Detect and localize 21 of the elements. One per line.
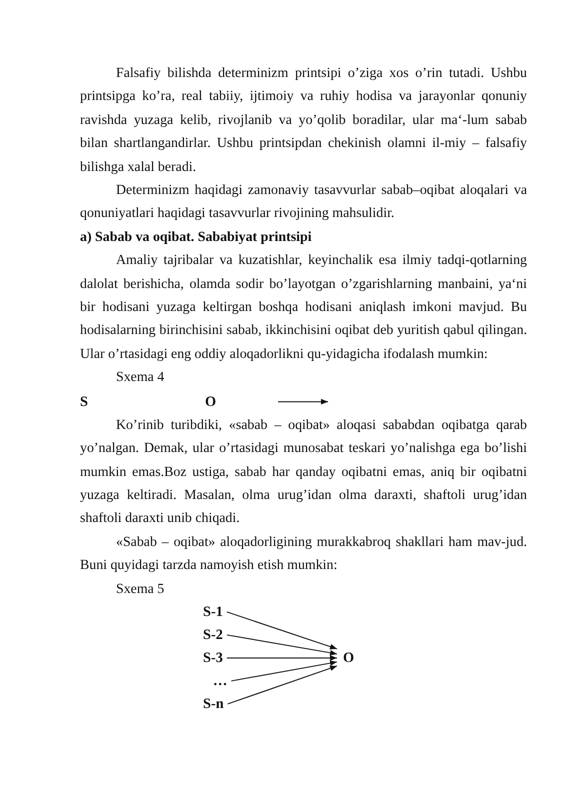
scheme-caption: Sxema 4 xyxy=(115,369,166,388)
node-label: S-3 xyxy=(203,648,223,667)
paragraph: Determinizm haqidagi zamonaviy tasavvurlar sabab–oqibat aloqalari va qonuniyatlari haqidagi tasavvurlar rivojining mahsulidir. xyxy=(80,182,527,224)
section-heading: a) Sabab va oqibat. Sababiyat printsipi xyxy=(80,228,313,247)
scheme-caption: Sxema 5 xyxy=(115,580,166,599)
paragraph: Amaliy tajribalar va kuzatishlar, keyinchalik esa ilmiy tadqi-qotlarning dalolat berishicha, olamda sodir bo’layotgan o’zgarishlarning manbaini, ya‘ni bir hodisani yuzaga keltirgan boshqa hodisani aniqlash imkoni mavjud. Bu hodisalarning birinchisini sabab, ikkinchisini oqibat deb yuritish qabul qilingan. Ular o’rtasidagi eng oddiy aloqadorlikni qu-yidagicha ifodalash mumkin: xyxy=(80,252,527,364)
node-label: … xyxy=(213,672,228,690)
arrow xyxy=(226,655,338,661)
node-label: S-n xyxy=(203,694,224,713)
paragraph: Ko’rinib turibdiki, «sabab – oqibat» aloqasi sababdan oqibatga qarab yo’nalgan. Demak, ular o’rtasidagi munosabat teskari yo’nalishga ega bo’lishi mumkin emas.Boz ustiga, sabab har qanday oqibatni emas, aniq bir oqibatni yuzaga keltiradi. Masalan, olma urug’idan olma daraxti, shaftoli urug’idan shaftoli daraxti unib chiqadi. xyxy=(80,416,527,528)
paragraph: «Sabab – oqibat» aloqadorligining murakkabroq shakllari ham mav-jud. Buni quyidagi tarzda namoyish etish mumkin: xyxy=(80,534,527,576)
node-label: O xyxy=(205,392,216,411)
arrow xyxy=(230,660,338,682)
arrow xyxy=(227,665,338,704)
node-label: S-2 xyxy=(203,626,223,644)
paragraph: Falsafiy bilishda determinizm printsipi o’ziga xos o’rin tutadi. Ushbu printsipga ko’ra, real tabiiy, ijtimoiy va ruhiy hodisa va jarayonlar qonuniy ravishda yuzaga kelib, rivojlanib va yo’qolib boradilar, ular ma‘-lum sabab bilan shartlangandirlar. Ushbu printsipdan chekinish olamni il-miy – falsafiy bilishga xalal beradi. xyxy=(80,65,527,177)
node-label: S-1 xyxy=(203,602,223,621)
node-label: S xyxy=(80,392,88,411)
node-label: O xyxy=(343,648,354,667)
arrow xyxy=(226,634,338,656)
arrow xyxy=(226,611,338,650)
